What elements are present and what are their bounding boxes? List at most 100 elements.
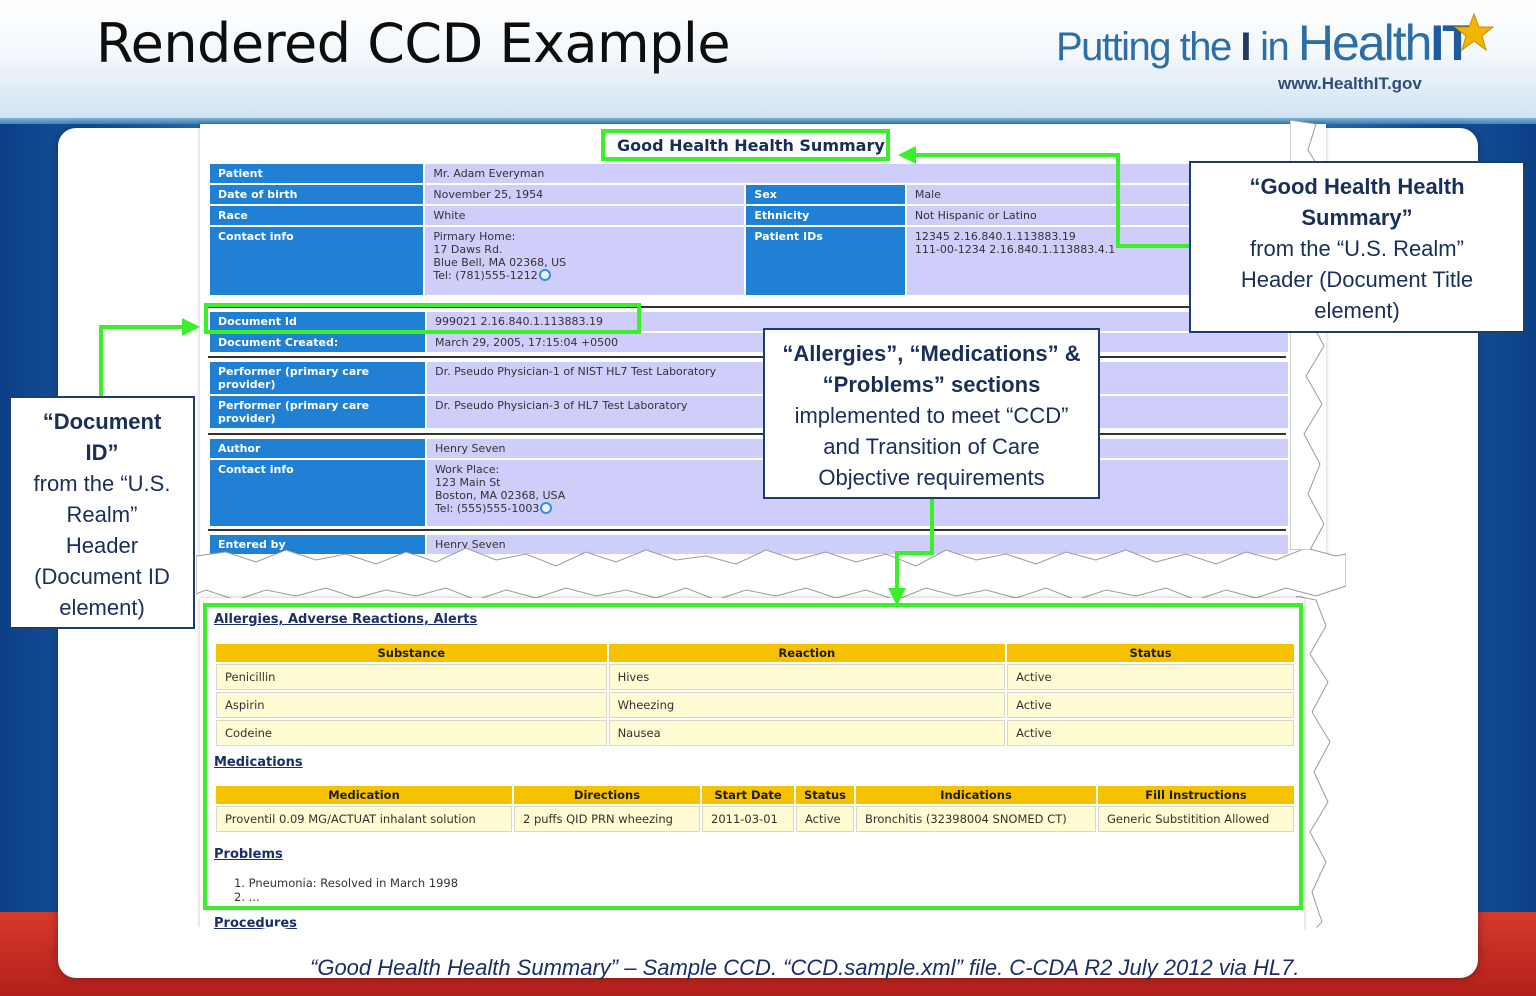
callout-text: and Transition of Care <box>823 434 1040 459</box>
table-header: Medication <box>216 786 512 804</box>
callout-text: implemented to meet “CCD” <box>794 403 1069 428</box>
allergies-section-link[interactable]: Allergies, Adverse Reactions, Alerts <box>214 612 478 627</box>
slide-header-band <box>0 0 1536 120</box>
medication-start-date: 2011-03-01 <box>702 806 794 832</box>
list-item: 2. ... <box>234 890 260 904</box>
contact-info-label: Contact info <box>210 227 424 295</box>
callout-text: “Allergies”, “Medications” & <box>782 341 1081 366</box>
contact-info-cell: Pirmary Home: 17 Daws Rd. Blue Bell, MA … <box>425 227 745 295</box>
callout-text: element) <box>1314 298 1400 323</box>
performer-table: Performer (primary care provider) Dr. Ps… <box>208 360 1290 430</box>
slide-caption: “Good Health Health Summary” – Sample CC… <box>310 955 1300 980</box>
torn-edge <box>196 547 1346 601</box>
header-rule <box>0 118 1536 124</box>
patient-value: Mr. Adam Everyman <box>425 164 1288 183</box>
allergy-reaction: Nausea <box>608 720 1006 746</box>
sections-callout: “Allergies”, “Medications” & “Problems” … <box>763 328 1100 499</box>
author-label: Author <box>210 439 425 458</box>
entered-by-table: Entered by Henry Seven <box>208 533 1290 556</box>
medication-directions: 2 puffs QID PRN wheezing <box>514 806 700 832</box>
table-header: Status <box>796 786 854 804</box>
callout-text: Objective requirements <box>818 465 1045 490</box>
slide-title: Rendered CCD Example <box>96 12 731 75</box>
allergy-status: Active <box>1007 720 1294 746</box>
sex-label: Sex <box>746 185 905 204</box>
table-row: Aspirin Wheezing Active <box>216 692 1294 718</box>
callout-text: Summary” <box>1301 205 1413 230</box>
callout-text: Header (Document Title <box>1240 267 1474 292</box>
table-header: Start Date <box>702 786 794 804</box>
title-highlight-box <box>601 129 890 161</box>
section-divider <box>208 529 1286 531</box>
medication-indications: Bronchitis (32398004 SNOMED CT) <box>856 806 1096 832</box>
contact-info-value: Pirmary Home: 17 Daws Rd. Blue Bell, MA … <box>433 230 567 282</box>
performer-label: Performer (primary care provider) <box>210 362 426 394</box>
medication-fill-instructions: Generic Substitition Allowed <box>1098 806 1294 832</box>
patient-table: Patient Mr. Adam Everyman Date of birth … <box>208 162 1290 297</box>
document-created-label: Document Created: <box>210 333 426 352</box>
medications-section-link[interactable]: Medications <box>214 755 303 770</box>
callout-text: ID” <box>85 440 119 465</box>
list-item: 1. Pneumonia: Resolved in March 1998 <box>234 876 459 890</box>
logo-text-putting: Putting the <box>1056 25 1241 69</box>
problems-list: 1. Pneumonia: Resolved in March 1998 2. … <box>234 876 458 904</box>
callout-text: from the “U.S. Realm” <box>1250 236 1464 261</box>
callout-text: “Document <box>42 409 162 434</box>
table-row: Codeine Nausea Active <box>216 720 1294 746</box>
race-label: Race <box>210 206 424 225</box>
healthit-logo: Putting the I in HealthIT www.HealthIT.g… <box>1056 12 1496 104</box>
author-contact-label: Contact info <box>210 460 425 526</box>
author-table: Author Henry Seven Contact info Work Pla… <box>208 437 1290 528</box>
performer-label: Performer (primary care provider) <box>210 396 426 428</box>
callout-text: from the “U.S. <box>33 471 171 496</box>
allergies-table: Substance Reaction Status Penicillin Hiv… <box>214 642 1296 748</box>
table-header: Fill Instructions <box>1098 786 1294 804</box>
allergy-substance: Penicillin <box>216 664 607 690</box>
allergy-substance: Aspirin <box>216 692 607 718</box>
phone-icon[interactable] <box>538 269 551 281</box>
table-row: Proventil 0.09 MG/ACTUAT inhalant soluti… <box>216 806 1294 832</box>
sections-view: Allergies, Adverse Reactions, Alerts Sub… <box>200 598 1304 938</box>
allergy-reaction: Hives <box>608 664 1006 690</box>
callout-text: “Good Health Health <box>1249 174 1465 199</box>
document-title: Good Health Health Summary <box>617 136 885 155</box>
allergy-status: Active <box>1007 664 1294 690</box>
document-id-highlight-box <box>204 303 641 334</box>
callout-text: element) <box>59 595 145 620</box>
problems-section-link[interactable]: Problems <box>214 847 283 862</box>
callout-text: “Problems” sections <box>822 372 1041 397</box>
callout-text: Header <box>65 533 139 558</box>
medication-name: Proventil 0.09 MG/ACTUAT inhalant soluti… <box>216 806 512 832</box>
section-divider <box>208 306 1286 308</box>
ethnicity-label: Ethnicity <box>746 206 905 225</box>
section-divider <box>208 356 1286 358</box>
logo-text-i: I <box>1240 25 1251 69</box>
logo-wordmark: Putting the I in HealthIT <box>1056 14 1496 72</box>
entered-by-label: Entered by <box>210 535 426 554</box>
patient-ids-label: Patient IDs <box>746 227 905 295</box>
document-id-label: Document Id <box>210 312 426 331</box>
logo-text-health: Health <box>1297 15 1433 71</box>
patient-label: Patient <box>210 164 424 183</box>
entered-by-value: Henry Seven <box>427 535 1288 554</box>
summary-callout: “Good Health Health Summary” from the “U… <box>1189 161 1525 333</box>
document-id-callout: “Document ID” from the “U.S. Realm” Head… <box>9 396 195 629</box>
allergy-substance: Codeine <box>216 720 607 746</box>
document-id-value: 999021 2.16.840.1.113883.19 <box>427 312 1288 331</box>
torn-edge <box>196 926 1326 950</box>
medications-table: Medication Directions Start Date Status … <box>214 784 1296 834</box>
table-header: Status <box>1007 644 1294 662</box>
logo-text-in: in <box>1250 25 1298 69</box>
section-divider <box>208 433 1286 435</box>
allergy-status: Active <box>1007 692 1294 718</box>
table-header: Indications <box>856 786 1096 804</box>
callout-text: (Document ID <box>34 564 170 589</box>
star-icon <box>1454 12 1494 52</box>
phone-icon[interactable] <box>540 502 553 514</box>
callout-text: Realm” <box>66 502 138 527</box>
author-contact-value: Work Place: 123 Main St Boston, MA 02368… <box>434 463 566 515</box>
sections-highlight-box <box>203 603 1303 910</box>
logo-url: www.HealthIT.gov <box>1278 74 1422 93</box>
medication-status: Active <box>796 806 854 832</box>
table-header: Reaction <box>608 644 1006 662</box>
